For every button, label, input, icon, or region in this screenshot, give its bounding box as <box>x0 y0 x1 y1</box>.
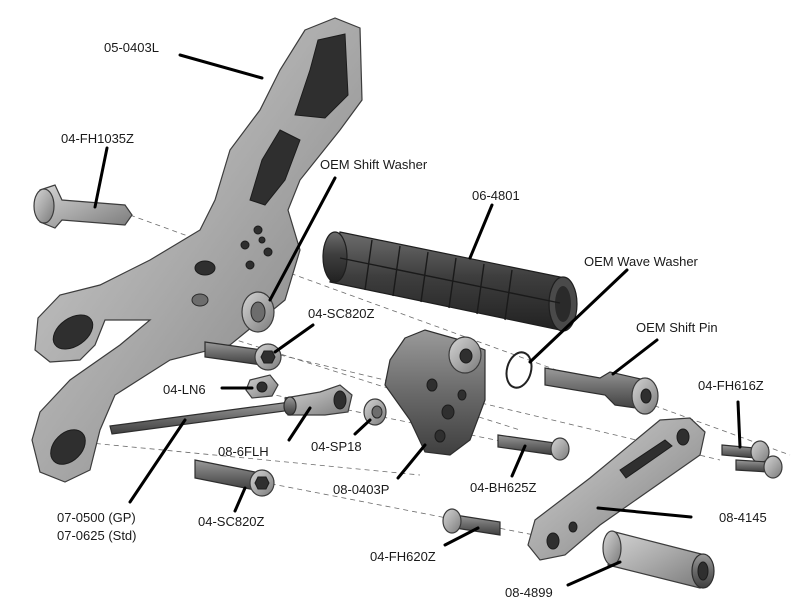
button-head-bolt-part <box>497 434 570 461</box>
flat-head-bolt-620-part <box>442 508 501 536</box>
label-pivot-bolt-top: 04-FH1035Z <box>61 131 134 146</box>
oem-shift-washer-part <box>241 291 275 333</box>
label-bolt-fh616: 04-FH616Z <box>698 378 764 393</box>
label-oem-wave-washer: OEM Wave Washer <box>584 254 699 269</box>
rearset-plate-part <box>31 17 363 483</box>
leader-lines <box>93 53 742 587</box>
leader-grip <box>468 203 494 260</box>
label-rearset-plate: 05-0403L <box>104 40 159 55</box>
label-peg-sleeve: 08-4899 <box>505 585 553 600</box>
leader-linkage-rod <box>128 418 187 504</box>
label-grip: 06-4801 <box>472 188 520 203</box>
leader-bolt-fh616 <box>736 400 742 449</box>
shift-lever-part <box>527 417 706 561</box>
leader-bolt-fh620 <box>443 526 480 547</box>
oem-shift-pin-part <box>544 367 659 415</box>
socket-cap-bolt-lower-part <box>194 459 275 497</box>
leader-button-bolt <box>510 444 527 478</box>
label-button-bolt: 04-BH625Z <box>470 480 537 495</box>
label-bolt-fh620: 04-FH620Z <box>370 549 436 564</box>
linkage-rod-part <box>109 401 293 435</box>
leader-shift-washer-bolt <box>273 323 315 354</box>
label-oem-shift-pin: OEM Shift Pin <box>636 320 718 335</box>
leader-oem-wave-washer <box>528 268 629 364</box>
spacer-part <box>363 398 387 426</box>
flat-head-bolts-616-part <box>721 440 783 479</box>
label-linkage-rod-std: 07-0625 (Std) <box>57 528 137 543</box>
lock-nut-part <box>245 374 279 399</box>
label-lock-nut: 04-LN6 <box>163 382 206 397</box>
label-pivot-plate: 08-0403P <box>333 482 389 497</box>
label-linkage-rod-gp: 07-0500 (GP) <box>57 510 136 525</box>
leader-shift-lever <box>596 506 693 519</box>
part-labels: 05-0403L 04-FH1035Z OEM Shift Washer 06-… <box>57 40 767 600</box>
label-spacer: 04-SP18 <box>311 439 362 454</box>
label-shift-lever: 08-4145 <box>719 510 767 525</box>
leader-oem-shift-pin <box>611 338 659 376</box>
label-lower-bolt: 04-SC820Z <box>198 514 265 529</box>
leader-pivot-plate <box>396 443 427 480</box>
label-rod-end: 08-6FLH <box>218 444 269 459</box>
leader-rearset-plate <box>178 53 264 80</box>
label-shift-washer-bolt: 04-SC820Z <box>308 306 375 321</box>
label-oem-shift-washer: OEM Shift Washer <box>320 157 428 172</box>
flat-head-bolt-top-part <box>33 184 133 229</box>
pivot-plate-part <box>384 329 486 456</box>
rod-end-part <box>283 384 353 416</box>
leader-oem-shift-washer <box>268 176 337 302</box>
socket-cap-bolt-upper-part <box>204 341 282 371</box>
leader-rod-end <box>287 406 312 442</box>
leader-peg-sleeve <box>566 560 622 587</box>
rubber-grip-part <box>322 231 578 332</box>
peg-sleeve-part <box>602 530 715 589</box>
leader-pivot-bolt-top <box>93 146 109 209</box>
oem-wave-washer-part <box>505 351 533 389</box>
leader-spacer <box>353 418 372 436</box>
leader-lower-bolt <box>233 486 247 513</box>
